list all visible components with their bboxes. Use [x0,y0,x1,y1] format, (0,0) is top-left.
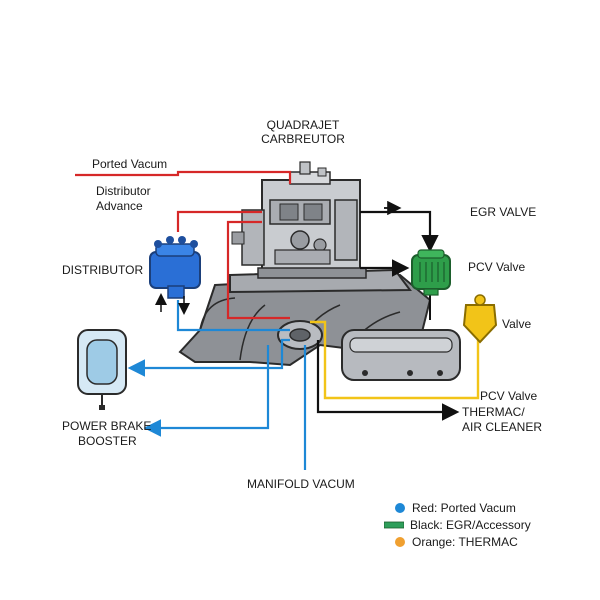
thermac-valve [462,294,498,344]
carburetor-label-line2: CARBREUTOR [261,132,345,146]
thermac-label-1: THERMAC/ [462,405,525,419]
legend-label: Red: Ported Vacum [412,501,516,515]
booster-blue-line-2 [143,345,270,437]
legend-item-thermac: Orange: THERMAC [394,535,518,549]
manifold-vacuum-label: MANIFOLD VACUM [247,477,355,491]
legend-item-egr: Black: EGR/Accessory [384,518,531,532]
pcv-valve-label: PCV Valve [468,260,526,274]
distributor-advance-label-1: Distributor [96,184,151,198]
legend-label: Black: EGR/Accessory [410,518,531,532]
manifold-vacuum-port [277,320,323,350]
legend-swatch-green-bar [384,521,404,529]
thermac-vacuum-line [310,320,480,400]
carburetor-label: QUADRAJET CARBREUTOR [258,118,348,146]
thermac-line [316,340,460,421]
quadrajet-carburetor [231,161,367,279]
legend-swatch-orange-circle [395,537,405,547]
pcv-valve [411,249,451,296]
legend-item-ported: Red: Ported Vacum [394,501,516,515]
egr-line [360,210,439,253]
legend-label: Orange: THERMAC [412,535,518,549]
carburetor-label-line1: QUADRAJET [266,118,340,132]
ported-vacuum-label: Ported Vacum [92,157,168,171]
ported-vacuum-line [75,170,292,184]
distributor-label: DISTRIBUTOR [62,263,144,277]
thermac-label-2: AIR CLEANER [462,420,543,434]
booster-blue-line [127,338,290,377]
power-brake-booster [77,329,127,410]
valve-cover [341,329,461,381]
legend-swatch-blue-circle [395,503,405,513]
power-brake-label-2: BOOSTER [78,434,137,448]
power-brake-label-1: POWER BRAKE [62,419,152,433]
distributor-advance-label-2: Advance [96,199,143,213]
ported-vacuum-manifold-line [226,220,290,320]
pcv-valve-label-2: PCV Valve [480,389,538,403]
distributor [149,236,201,315]
egr-valve-label: EGR VALVE [470,205,537,219]
ported-vacuum-dist-line [176,210,262,232]
valve-label: Valve [502,317,532,331]
